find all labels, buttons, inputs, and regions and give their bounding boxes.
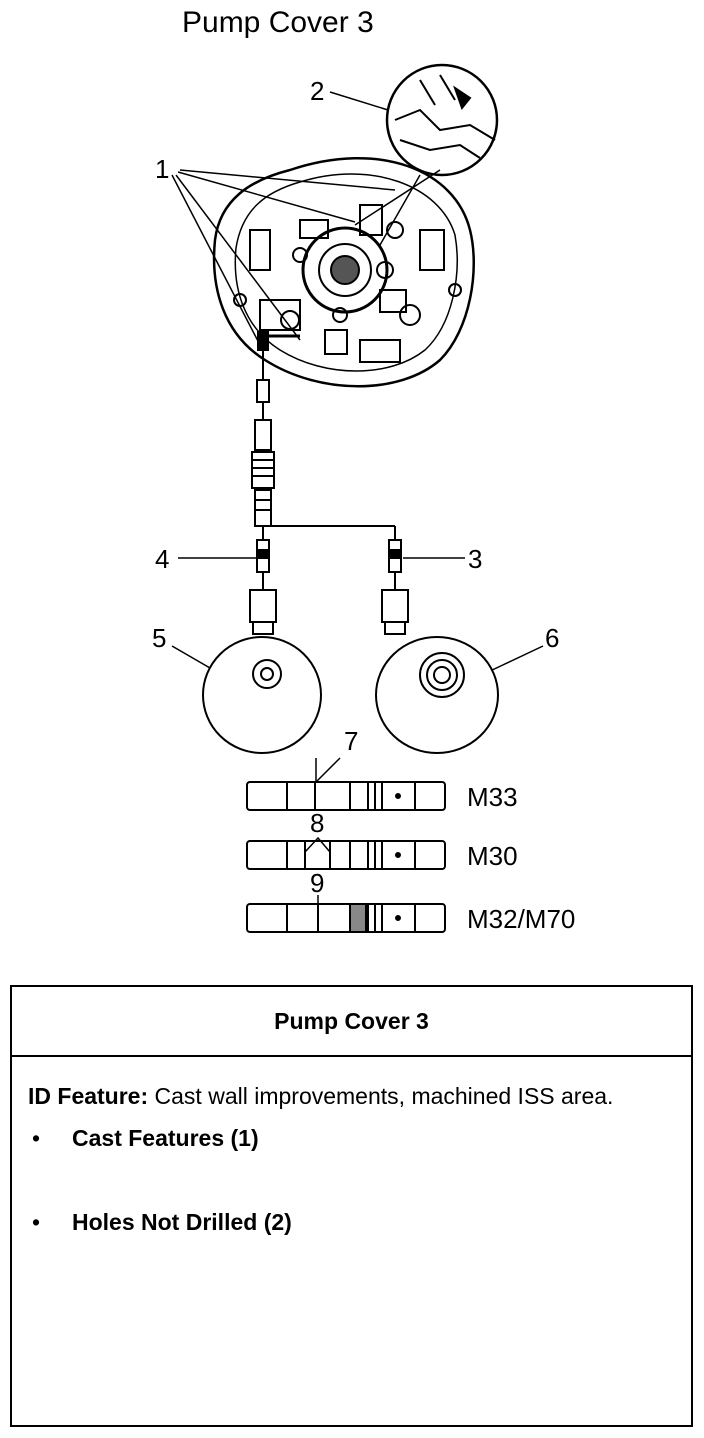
id-feature-paragraph: ID Feature: Cast wall improvements, mach… (28, 1075, 675, 1117)
callout-4: 4 (155, 544, 169, 574)
bullet-text-holes-not-drilled: Holes Not Drilled (2) (72, 1209, 292, 1235)
callout-3: 3 (468, 544, 482, 574)
end-view-5 (202, 636, 322, 754)
model-label-m32-m70: M32/M70 (467, 904, 575, 934)
pump-cover-illustration (212, 157, 475, 388)
bullet-symbol: • (32, 1125, 41, 1151)
end-view-6 (375, 636, 499, 754)
bullet-symbol: • (32, 1209, 41, 1235)
id-feature-text: Cast wall improvements, machined ISS are… (148, 1083, 614, 1109)
pump-cover-diagram: Pump Cover 3 (152, 6, 575, 934)
info-table-header: Pump Cover 3 (12, 987, 691, 1057)
callout-1: 1 (155, 154, 169, 184)
detail-magnifier (354, 63, 499, 246)
callout-2: 2 (310, 76, 324, 106)
callout-9: 9 (310, 868, 324, 898)
shaft-m30 (246, 836, 446, 870)
shaft-m32-m70 (246, 895, 446, 933)
callout-5: 5 (152, 623, 166, 653)
plug-leaders (171, 557, 544, 673)
callout-7: 7 (344, 726, 358, 756)
model-label-m30: M30 (467, 841, 518, 871)
id-feature-label: ID Feature: (28, 1083, 149, 1109)
shaft-m33 (246, 757, 446, 811)
model-label-m33: M33 (467, 782, 518, 812)
bullet-text-cast-features: Cast Features (1) (72, 1125, 259, 1151)
callout-8: 8 (310, 808, 324, 838)
shaft-assembly (249, 350, 409, 635)
bullet-item: • Cast Features (1) (28, 1117, 675, 1159)
diagram-title: Pump Cover 3 (182, 6, 374, 39)
leader-lines (171, 91, 396, 346)
bullet-item: • Holes Not Drilled (2) (28, 1201, 675, 1243)
callout-6: 6 (545, 623, 559, 653)
info-table-body: ID Feature: Cast wall improvements, mach… (12, 1057, 691, 1243)
info-table: Pump Cover 3 ID Feature: Cast wall impro… (10, 985, 693, 1427)
